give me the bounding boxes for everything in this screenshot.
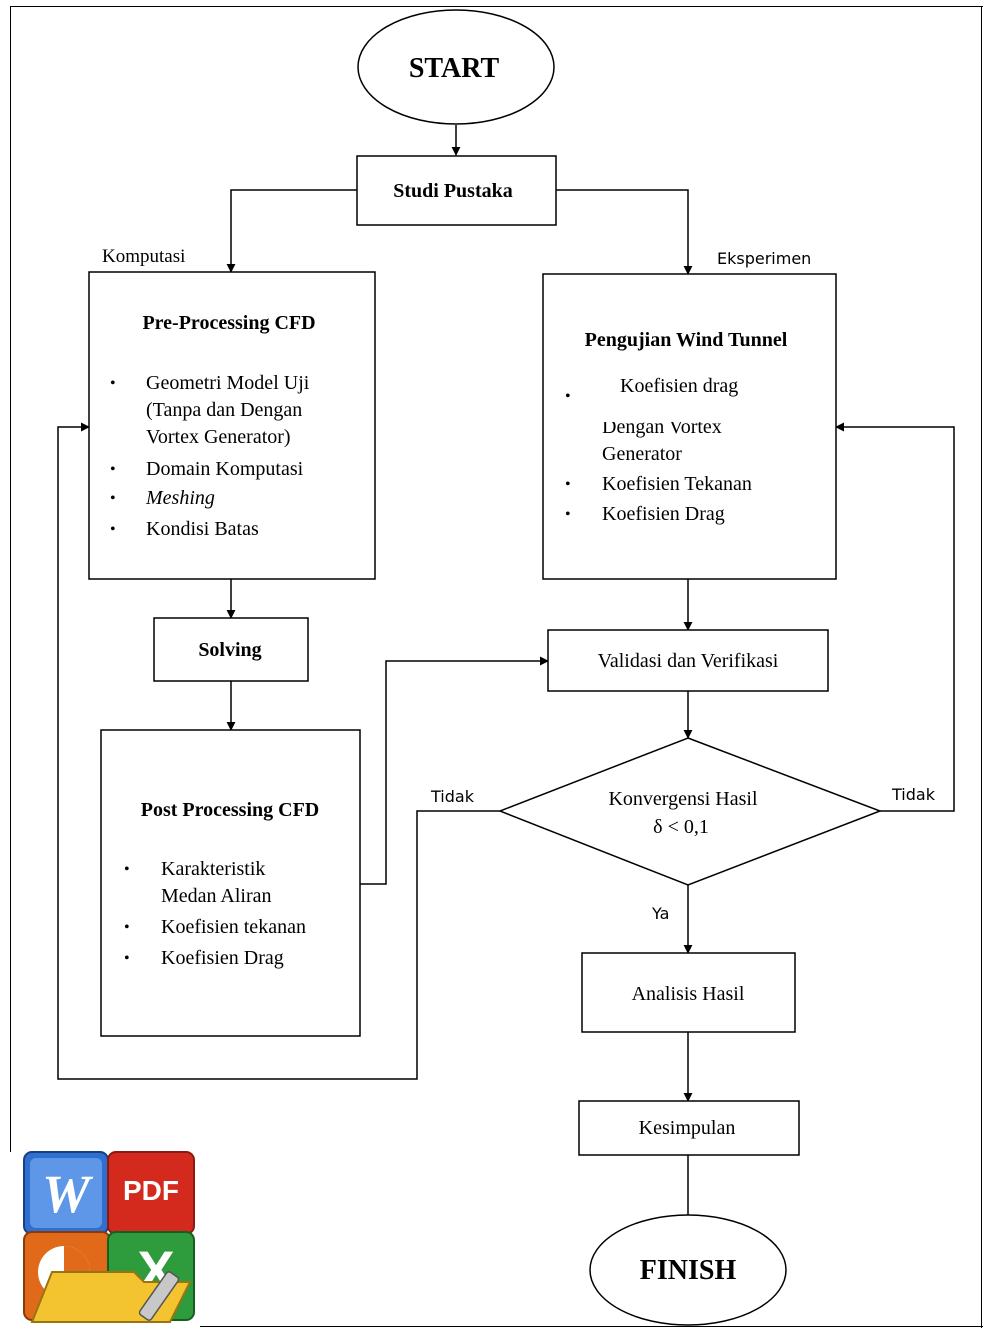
wind-tunnel-list: • Koefisien drag Dengan Vortex Generator…	[565, 375, 816, 525]
edge-postprocessing-to-validasi	[360, 656, 549, 885]
office-files-logo: W PDF X	[23, 1151, 195, 1323]
analisis-label: Analisis Hasil	[632, 983, 745, 1005]
wind-tunnel-overlay-text: Koefisien drag	[620, 375, 738, 397]
frame-top-border	[10, 6, 983, 7]
preprocessing-box	[88, 271, 376, 580]
edge-tidak-to-windtunnel	[835, 422, 955, 812]
edge-tidak-to-preprocessing	[57, 422, 500, 1080]
zipper-icon	[138, 1271, 180, 1321]
frame-left-border	[10, 6, 11, 1152]
postprocessing-title: Post Processing CFD	[141, 799, 320, 821]
analisis-box	[581, 952, 796, 1033]
edge-studi-to-windtunnel	[556, 189, 693, 275]
studi-pustaka-box	[356, 155, 557, 226]
bullet: •	[565, 476, 571, 493]
preprocessing-item: Domain Komputasi	[146, 458, 304, 480]
konvergensi-label-2: δ < 0,1	[653, 816, 709, 838]
solving-label: Solving	[198, 639, 261, 661]
powerpoint-chart-slice	[64, 1246, 90, 1272]
validasi-label: Validasi dan Verifikasi	[598, 650, 779, 672]
postprocessing-list: • Karakteristik Medan Aliran • Koefisien…	[124, 858, 306, 969]
bullet: •	[110, 461, 116, 478]
start-terminal	[357, 9, 555, 125]
komputasi-label: Komputasi	[102, 246, 185, 267]
word-letter: W	[42, 1164, 94, 1224]
kesimpulan-box	[578, 1100, 800, 1156]
wind-tunnel-item: Koefisien Tekanan	[602, 473, 752, 495]
start-label: START	[409, 53, 500, 84]
postprocessing-item: Koefisien Drag	[161, 947, 284, 969]
preprocessing-item: Meshing	[145, 487, 215, 509]
kesimpulan-label: Kesimpulan	[639, 1117, 736, 1139]
wind-tunnel-item: Koefisien Drag	[602, 503, 725, 525]
postprocessing-item: Medan Aliran	[161, 885, 272, 907]
tidak-left-label: Tidak	[430, 787, 475, 806]
frame-right-border	[981, 6, 982, 1328]
bullet: •	[565, 506, 571, 523]
solving-box	[153, 617, 309, 682]
konvergensi-decision	[497, 737, 883, 886]
postprocessing-item: Koefisien tekanan	[161, 916, 306, 938]
postprocessing-box	[100, 729, 361, 1037]
ya-label: Ya	[651, 904, 669, 923]
occlusion-box	[596, 400, 816, 422]
studi-pustaka-label: Studi Pustaka	[393, 180, 513, 202]
tidak-right-label: Tidak	[891, 785, 936, 804]
bullet: •	[110, 521, 116, 538]
postprocessing-item: Karakteristik	[161, 858, 265, 880]
connectors	[57, 125, 955, 1233]
preprocessing-list: • Geometri Model Uji (Tanpa dan Dengan V…	[110, 372, 310, 540]
wind-tunnel-box	[542, 273, 837, 580]
wind-tunnel-item: Generator	[602, 443, 682, 465]
validasi-box	[547, 629, 829, 692]
preprocessing-item: (Tanpa dan Dengan	[146, 399, 302, 421]
eksperimen-label: Eksperimen	[717, 249, 811, 268]
wind-tunnel-title: Pengujian Wind Tunnel	[585, 329, 788, 351]
preprocessing-title: Pre-Processing CFD	[142, 312, 315, 334]
pdf-label: PDF	[123, 1175, 179, 1206]
finish-terminal	[589, 1214, 787, 1326]
bullet: •	[565, 388, 571, 405]
bullet: •	[124, 950, 130, 967]
preprocessing-item: Kondisi Batas	[146, 518, 259, 540]
bullet: •	[124, 861, 130, 878]
word-icon-inner	[30, 1158, 102, 1228]
bullet: •	[110, 375, 116, 392]
edge-studi-to-preprocessing	[226, 189, 357, 273]
finish-label: FINISH	[640, 1255, 737, 1286]
frame-bottom-border	[200, 1326, 983, 1327]
konvergensi-label-1: Konvergensi Hasil	[608, 788, 757, 810]
preprocessing-item: Geometri Model Uji	[146, 372, 310, 394]
bullet: •	[110, 490, 116, 507]
preprocessing-item: Vortex Generator)	[146, 426, 291, 448]
bullet: •	[124, 919, 130, 936]
